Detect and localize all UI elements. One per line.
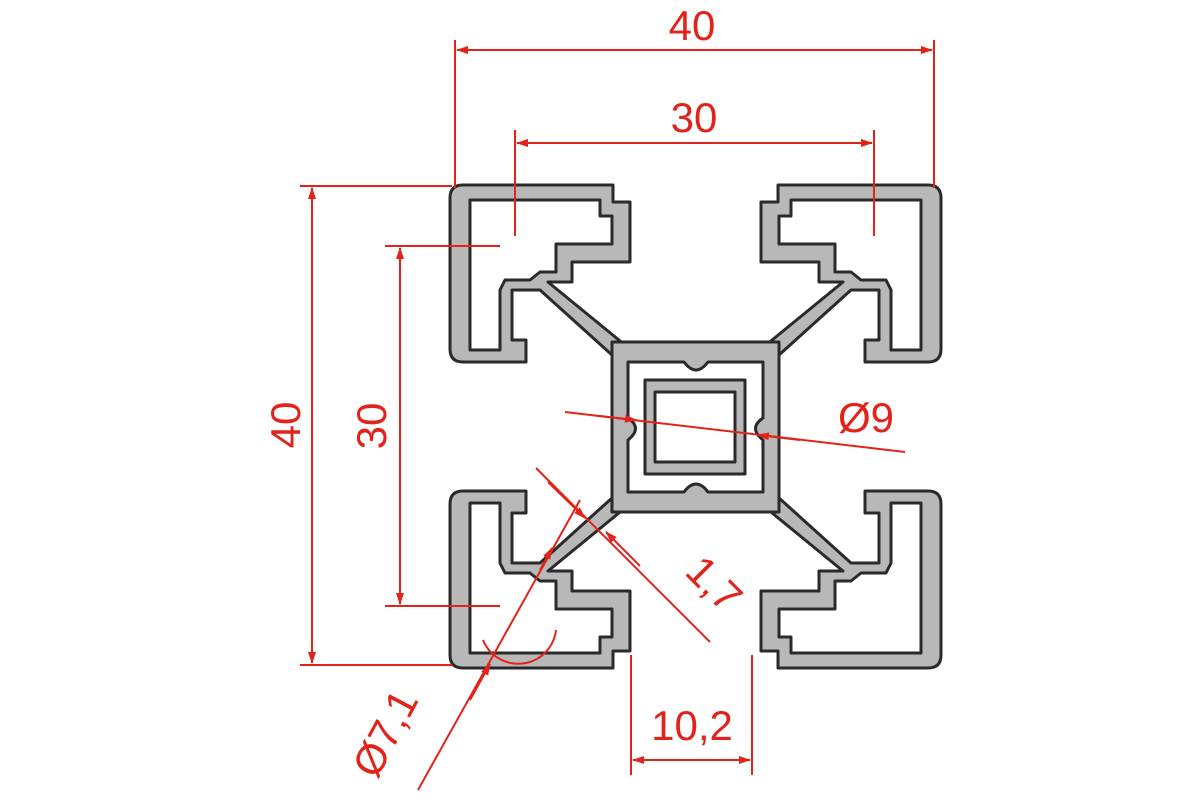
dim-arrow-web-inner [605, 531, 641, 567]
corner-slot-top-left [468, 198, 614, 352]
label-slot-pitch-vertical: 30 [348, 403, 395, 450]
corner-slot-top-right [777, 198, 923, 352]
label-overall-height: 40 [262, 402, 309, 449]
dim-arrow-bore-7-1-lower [469, 663, 491, 701]
dimension-lines [300, 40, 935, 791]
dim-arrow-bore-7-1-upper [539, 547, 553, 571]
label-overall-width: 40 [669, 2, 716, 49]
dim-line-bore-7-1 [417, 499, 581, 791]
label-slot-pitch-horizontal: 30 [671, 94, 718, 141]
corner-slot-bottom-left [468, 501, 614, 655]
label-slot-opening-width: 10,2 [651, 702, 733, 749]
dim-arrow-web-outer [547, 481, 586, 519]
dim-line-web [535, 467, 711, 643]
label-corner-bore-diameter: Ø7,1 [343, 682, 427, 784]
label-web-thickness: 1,7 [677, 546, 752, 621]
corner-bore-arc [482, 629, 557, 665]
label-core-bore-diameter: Ø9 [838, 394, 894, 441]
dim-arrow-bore-9-right [757, 432, 801, 441]
dim-arrow-bore-9-left [599, 414, 637, 423]
corner-slot-bottom-right [777, 501, 923, 655]
